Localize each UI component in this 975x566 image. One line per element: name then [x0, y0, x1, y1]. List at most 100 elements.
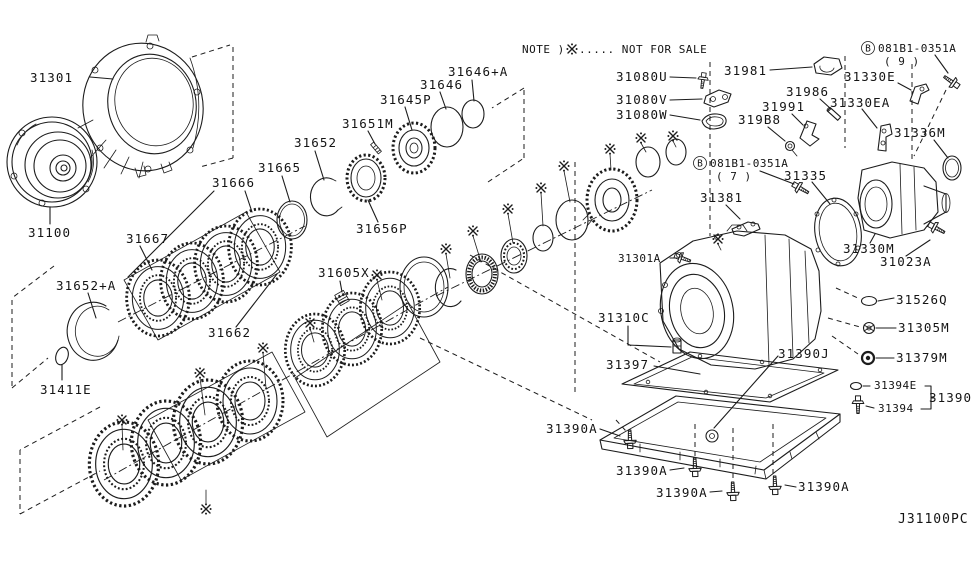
- part-label-31666: 31666: [212, 175, 255, 190]
- part-label-31335: 31335: [784, 168, 827, 183]
- hardware-label-qty7: B 081B1-0351A ( 7 ): [693, 156, 788, 183]
- part-label-319B8: 319B8: [738, 112, 781, 127]
- ref-mark-icon: [439, 242, 453, 256]
- bracket-31330E-drawing: [909, 83, 930, 105]
- part-label-31656P: 31656P: [356, 221, 408, 236]
- part-label-31330E: 31330E: [844, 69, 896, 84]
- part-label-31390A: 31390A: [656, 485, 708, 500]
- ref-mark-icon: [303, 316, 317, 330]
- part-label-31330M: 31330M: [843, 241, 895, 256]
- part-label-31411E: 31411E: [40, 382, 92, 397]
- bracket-31991-drawing: [799, 120, 820, 147]
- gasket-31335-drawing: [814, 197, 862, 267]
- part-label-31397: 31397: [606, 357, 649, 372]
- bracket-31330EA-drawing: [877, 123, 893, 152]
- seal-31336M-drawing: [942, 155, 962, 181]
- circled-b-icon: B: [697, 159, 703, 170]
- part-label-31100: 31100: [28, 225, 71, 240]
- part-label-31080U: 31080U: [616, 69, 668, 84]
- part-label-31646: 31646: [420, 77, 463, 92]
- ref-mark-icon: [634, 131, 648, 145]
- note-prefix: NOTE ): [522, 43, 565, 56]
- bolt-31390A-drawing: [767, 475, 782, 496]
- part-label-31310C: 31310C: [598, 310, 650, 325]
- hardware-label-qty9: B 081B1-0351A ( 9 ): [861, 41, 956, 68]
- converter-housing-drawing: [77, 34, 204, 179]
- ref-mark-icon: [256, 341, 270, 355]
- part-label-31662: 31662: [208, 325, 251, 340]
- part-label-31390: 31390: [929, 390, 972, 405]
- hardware-qty: ( 7 ): [716, 170, 752, 183]
- reference-marks: [115, 129, 725, 516]
- clutch-pack-3-drawing: [283, 256, 449, 438]
- part-label-31330EA: 31330EA: [830, 95, 890, 110]
- snap-ring-31652A-drawing: [66, 301, 120, 361]
- note-line: NOTE ) ..... NOT FOR SALE: [522, 42, 707, 56]
- part-label-31651M: 31651M: [342, 116, 394, 131]
- ref-mark-icon: [466, 224, 480, 238]
- part-label-31301A: 31301A: [618, 252, 661, 265]
- part-label-31991: 31991: [762, 99, 805, 114]
- hardware-bolt-number: 081B1-0351A: [710, 157, 788, 170]
- ref-mark-icon: [711, 232, 725, 246]
- pan-gasket-31397-drawing: [621, 351, 839, 403]
- part-label-31394E: 31394E: [874, 379, 917, 392]
- ref-mark-icon: [115, 413, 129, 427]
- bracket-31981-drawing: [813, 56, 843, 76]
- seal-31411E-drawing: [55, 346, 69, 366]
- part-label-31379M: 31379M: [896, 350, 948, 365]
- part-label-31645P: 31645P: [380, 92, 432, 107]
- part-label-31390J: 31390J: [778, 346, 830, 361]
- clutch-pack-2-drawing: [19, 351, 306, 515]
- part-label-31023A: 31023A: [880, 254, 932, 269]
- part-labels: 31301 31100 31667 31666 31665 31652 3165…: [28, 63, 972, 500]
- part-label-31652A: 31652+A: [56, 278, 116, 293]
- plug-31305M-drawing: [862, 321, 876, 335]
- hardware-qty: ( 9 ): [884, 55, 920, 68]
- circled-b-icon: B: [865, 44, 871, 55]
- part-label-31301: 31301: [30, 70, 73, 85]
- part-label-31652: 31652: [294, 135, 337, 150]
- transmission-case-drawing: [658, 224, 822, 370]
- part-label-31981: 31981: [724, 63, 767, 78]
- rod-31381-drawing: [731, 221, 761, 237]
- part-label-31390A: 31390A: [616, 463, 668, 478]
- ref-mark-icon: [501, 202, 515, 216]
- part-label-31646A: 31646+A: [448, 64, 508, 79]
- part-label-31394: 31394: [878, 402, 914, 415]
- part-label-31526Q: 31526Q: [896, 292, 948, 307]
- ref-mark-icon: [193, 366, 207, 380]
- ref-mark-icon: [666, 129, 680, 143]
- note-suffix: ..... NOT FOR SALE: [579, 43, 707, 56]
- part-label-31381: 31381: [700, 190, 743, 205]
- clutch-retainer-drawing: [345, 99, 485, 203]
- bolt-31023A-drawing: [925, 218, 948, 239]
- grommet-31379M-drawing: [860, 350, 876, 366]
- torque-converter-drawing: [6, 116, 98, 208]
- diagram-code: J31100PC: [898, 512, 969, 527]
- washer-31394E-drawing: [849, 381, 863, 391]
- accumulator-piston-drawing: [334, 289, 350, 307]
- drain-plug-31394-drawing: [851, 395, 865, 414]
- grommet-319B8-drawing: [784, 140, 798, 157]
- breather-parts-drawing: [696, 71, 732, 130]
- clutch-pack-1-drawing: [123, 177, 343, 341]
- part-label-31986: 31986: [786, 84, 829, 99]
- part-label-31667: 31667: [126, 231, 169, 246]
- sprag-and-rings-drawing: [434, 138, 687, 308]
- part-label-31665: 31665: [258, 160, 301, 175]
- adapter-case-31330M-drawing: [857, 161, 951, 239]
- part-label-31080V: 31080V: [616, 92, 668, 107]
- plug-31310C-drawing: [672, 337, 682, 354]
- ref-mark-icon: [199, 502, 213, 516]
- part-label-31390A: 31390A: [546, 421, 598, 436]
- ref-mark-icon: [565, 42, 579, 56]
- leader-lines: [49, 54, 949, 493]
- bolt-081B1-9-drawing: [940, 71, 963, 92]
- part-label-31305M: 31305M: [898, 320, 950, 335]
- ref-mark-icon: [557, 159, 571, 173]
- ref-mark-icon: [534, 181, 548, 195]
- ref-mark-icon: [603, 142, 617, 156]
